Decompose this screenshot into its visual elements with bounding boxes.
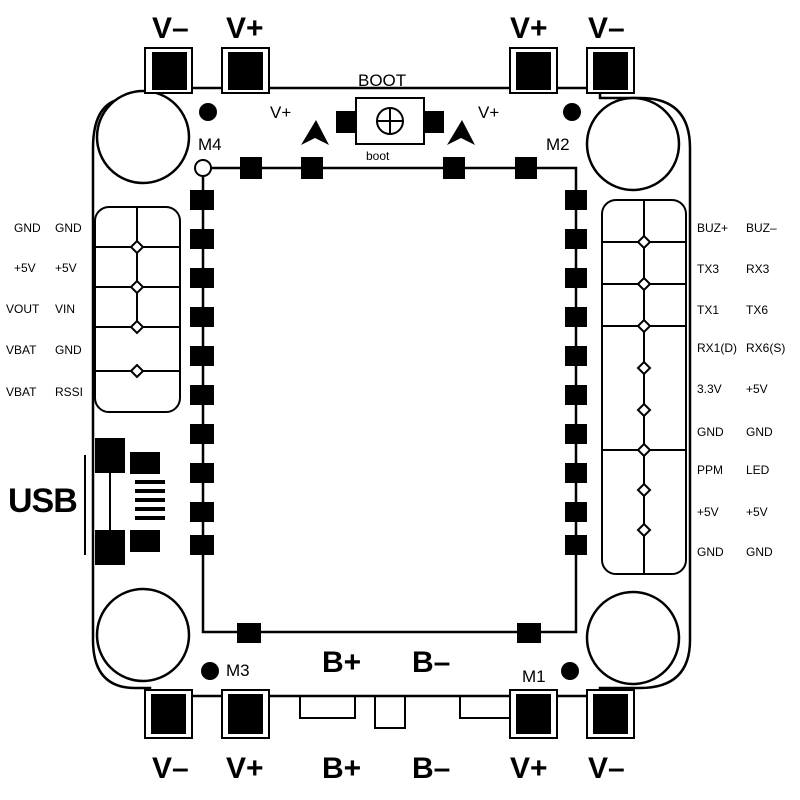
right-pin-label: +5V: [697, 505, 719, 519]
right-pin-label: GND: [746, 425, 773, 439]
bottom-batt-plus-label: B+: [322, 752, 361, 785]
right-header-labels: BUZ+ BUZ– TX3 RX3 TX1 TX6 RX1(D) RX6(S) …: [697, 221, 785, 559]
top-right-plus-label: V+: [510, 12, 548, 45]
battery-minus-inner-label: B–: [412, 646, 450, 679]
dot-m1: [561, 662, 579, 680]
usb-label: USB: [8, 482, 77, 520]
right-column-pads: [565, 190, 587, 555]
top-left-minus-label: V–: [152, 12, 189, 45]
right-pin-label: PPM: [697, 463, 723, 477]
left-pin-label: VBAT: [6, 343, 37, 357]
right-pin-label: TX6: [746, 303, 768, 317]
left-pin-label: GND: [14, 221, 41, 235]
left-pin-label: RSSI: [55, 385, 83, 399]
right-pin-label: LED: [746, 463, 770, 477]
bottom-power-pads: [144, 689, 635, 739]
top-power-pads: [144, 47, 635, 94]
bottom-left-minus-label: V–: [152, 752, 189, 785]
dot-m3: [201, 662, 219, 680]
bottom-trace-pads: [237, 623, 541, 643]
left-header-outline: [94, 206, 181, 413]
top-inner-right-label: V+: [478, 103, 499, 122]
left-header-labels: GND GND +5V +5V VOUT VIN VBAT GND VBAT R…: [6, 221, 83, 399]
left-header-diamonds: [129, 239, 145, 379]
left-column-pads: [190, 190, 214, 555]
right-pin-label: TX3: [697, 262, 719, 276]
right-pin-label: +5V: [746, 382, 768, 396]
bottom-batt-minus-label: B–: [412, 752, 450, 785]
right-pin-label: RX6(S): [746, 341, 785, 355]
top-right-minus-label: V–: [588, 12, 625, 45]
right-pin-label: GND: [697, 545, 724, 559]
bottom-left-plus-label: V+: [226, 752, 264, 785]
top-left-plus-label: V+: [226, 12, 264, 45]
left-pin-label: VIN: [55, 302, 75, 316]
battery-pad-outline: [299, 695, 510, 729]
m4-ring: [194, 159, 212, 177]
m2-label: M2: [546, 135, 570, 154]
right-pin-label: BUZ+: [697, 221, 728, 235]
arrow-marker-left: [301, 120, 329, 145]
top-inner-left-label: V+: [270, 103, 291, 122]
right-pin-label: GND: [746, 545, 773, 559]
bottom-right-minus-label: V–: [588, 752, 625, 785]
right-pin-label: BUZ–: [746, 221, 777, 235]
left-pin-label: +5V: [55, 261, 77, 275]
right-pin-label: TX1: [697, 303, 719, 317]
top-trace-pads: [240, 157, 537, 179]
arrow-marker-right: [447, 120, 475, 145]
mount-hole-top-right: [585, 96, 681, 192]
mount-hole-bottom-left: [95, 587, 191, 683]
right-header-outline: [601, 199, 687, 575]
dot-m2: [563, 103, 581, 121]
left-pin-label: GND: [55, 343, 82, 357]
left-pin-label: VOUT: [6, 302, 40, 316]
left-pin-label: VBAT: [6, 385, 37, 399]
m3-label: M3: [226, 661, 250, 680]
left-pin-label: GND: [55, 221, 82, 235]
mount-hole-top-left: [95, 89, 191, 185]
right-pin-label: RX3: [746, 262, 770, 276]
m1-label: M1: [522, 667, 546, 686]
battery-plus-inner-label: B+: [322, 646, 361, 679]
right-pin-label: +5V: [746, 505, 768, 519]
bottom-right-plus-label: V+: [510, 752, 548, 785]
mount-hole-bottom-right: [585, 590, 681, 686]
board-outline: [91, 86, 692, 698]
dot-m4: [199, 103, 217, 121]
boot-sub-label: boot: [366, 149, 390, 163]
right-header-diamonds: [636, 234, 652, 538]
right-pin-label: 3.3V: [697, 382, 722, 396]
m4-label: M4: [198, 135, 222, 154]
boot-button: [336, 97, 444, 145]
boot-label: BOOT: [358, 71, 406, 90]
left-pin-label: +5V: [14, 261, 36, 275]
right-pin-label: GND: [697, 425, 724, 439]
right-pin-label: RX1(D): [697, 341, 737, 355]
usb-connector: [84, 438, 165, 565]
